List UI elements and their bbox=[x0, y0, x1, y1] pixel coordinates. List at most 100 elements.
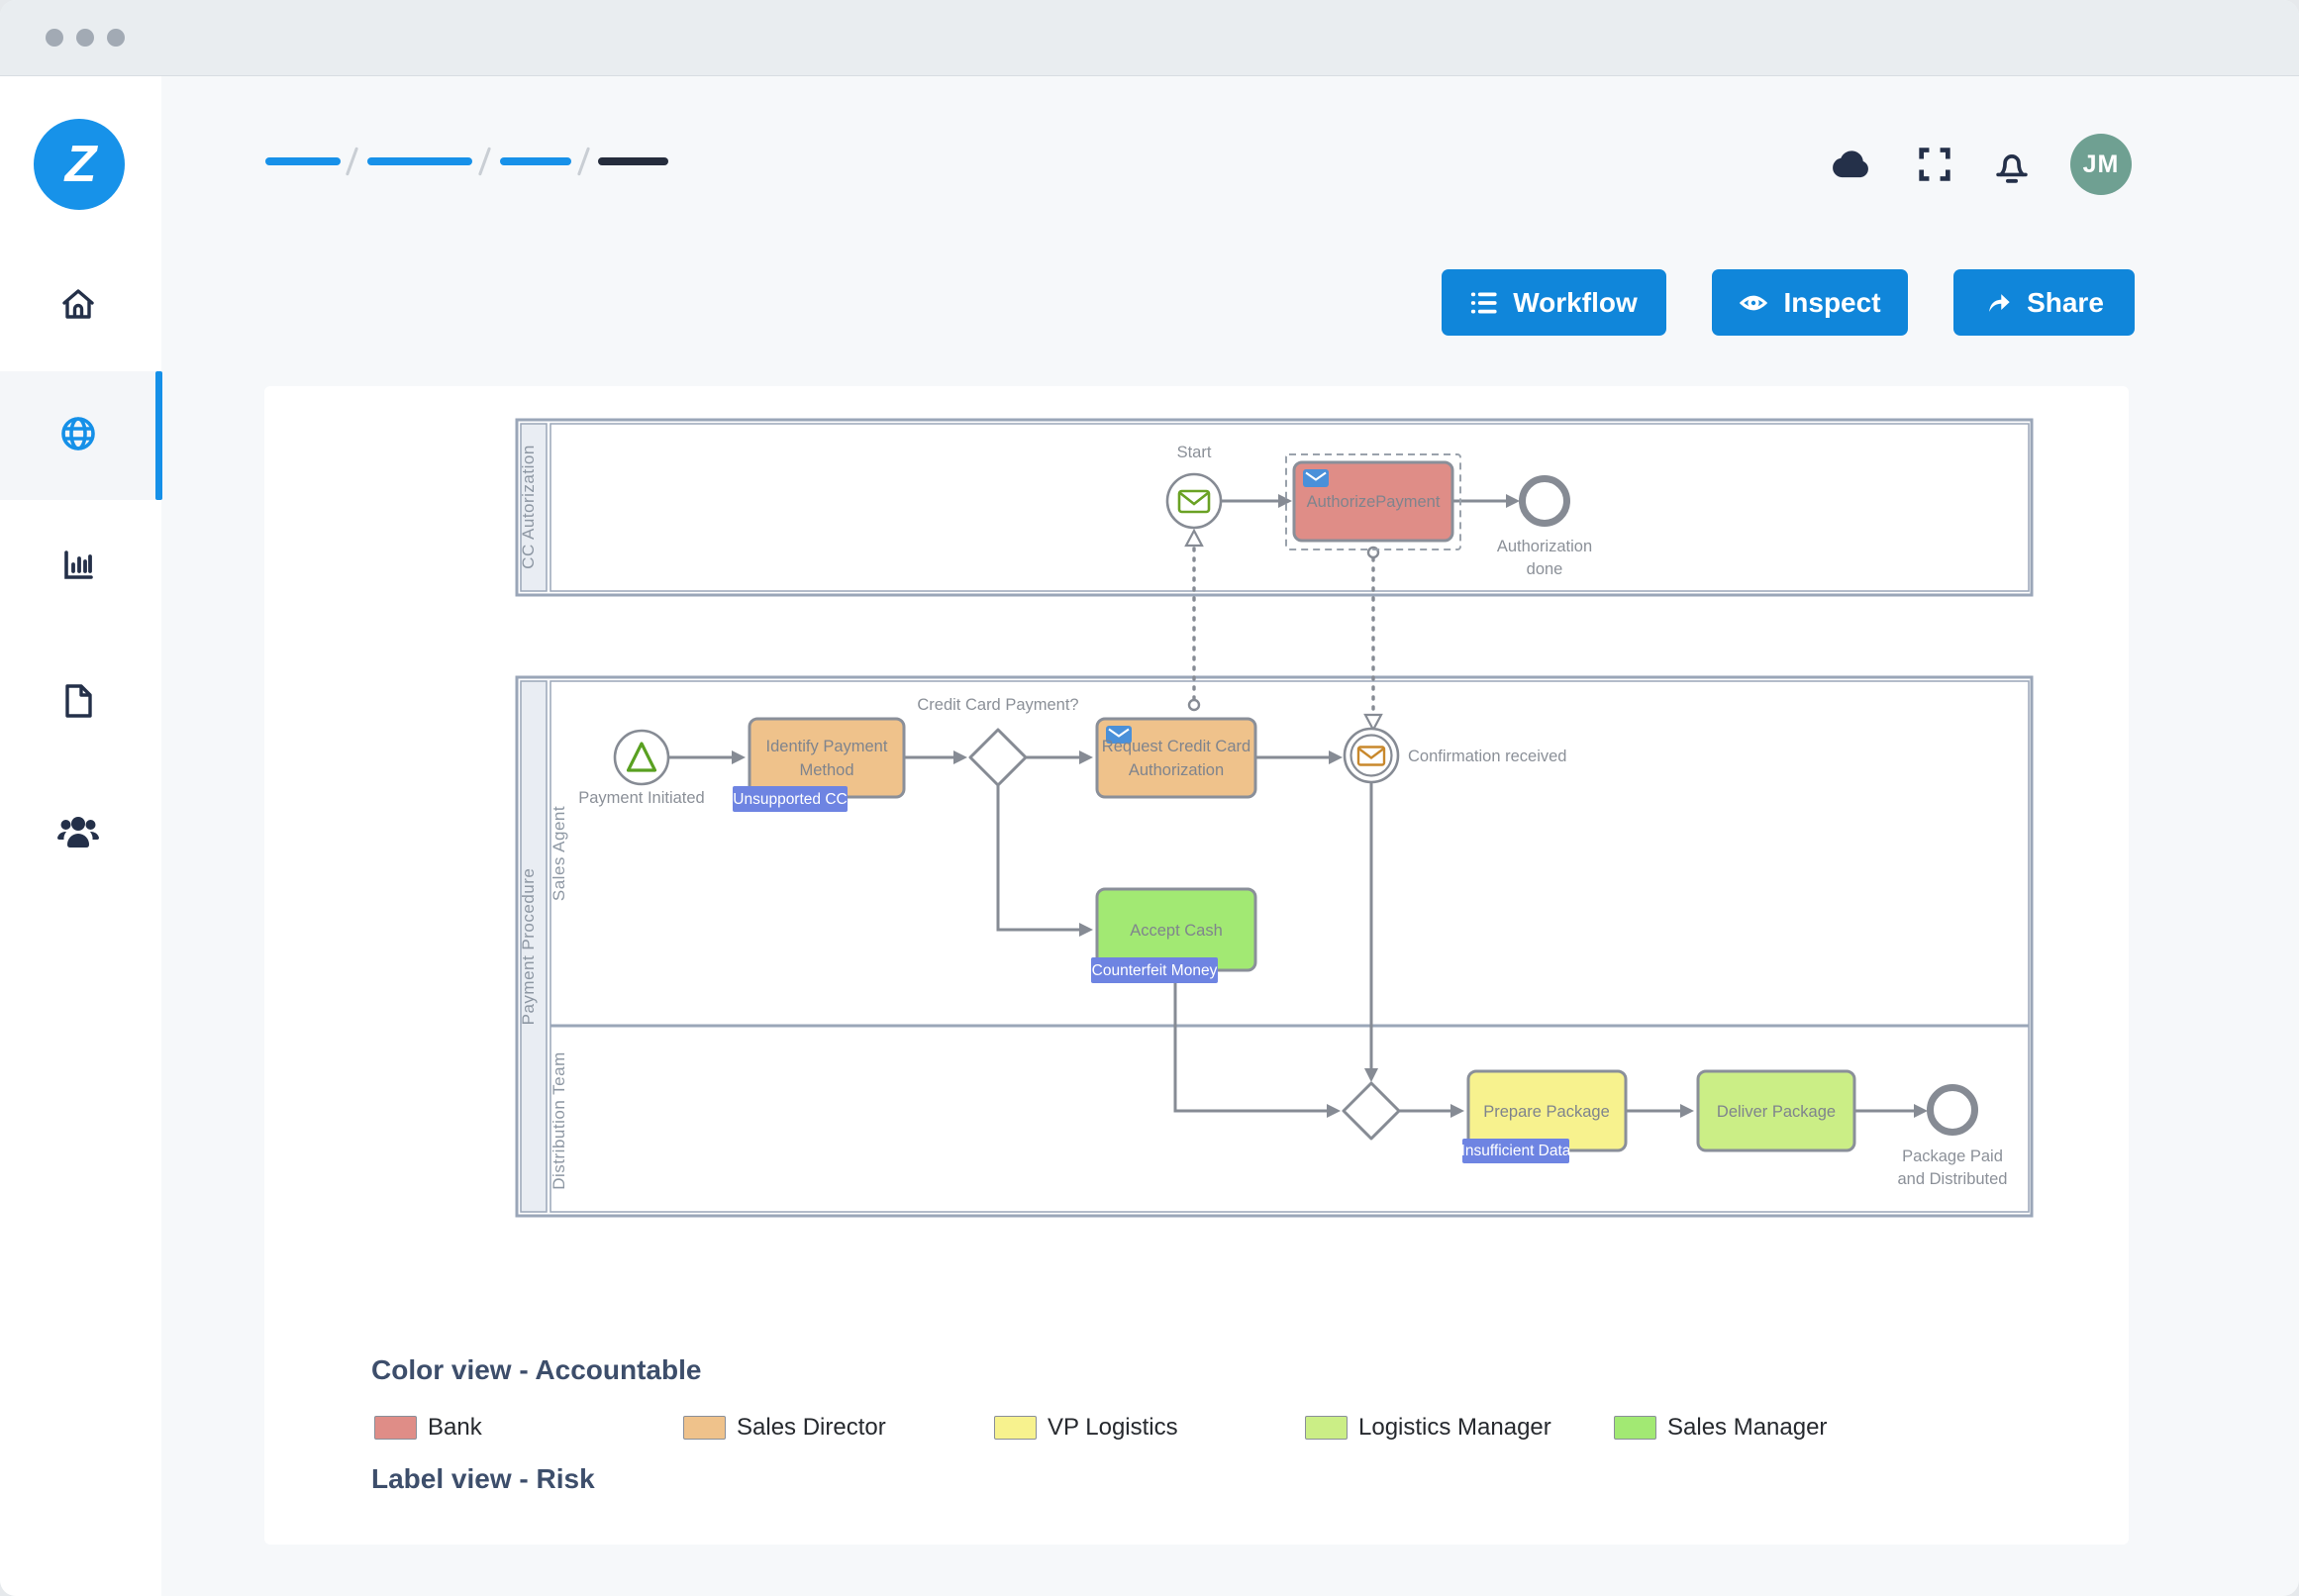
gateway-distribution[interactable] bbox=[1342, 1081, 1401, 1141]
bar-chart-icon bbox=[58, 545, 98, 589]
event-confirmation-received[interactable]: Confirmation received bbox=[1343, 727, 1567, 784]
breadcrumb-segment[interactable] bbox=[367, 157, 472, 165]
share-arrow-icon bbox=[1989, 293, 2010, 312]
window-control-dot bbox=[46, 29, 63, 47]
avatar-initials: JM bbox=[2082, 150, 2120, 178]
legend-swatch bbox=[994, 1416, 1037, 1440]
svg-text:Insufficient Data: Insufficient Data bbox=[1461, 1143, 1571, 1159]
gateway-credit-card-payment[interactable]: Credit Card Payment? bbox=[917, 696, 1079, 787]
sidebar-item-workflows[interactable] bbox=[0, 371, 155, 500]
breadcrumb-divider bbox=[576, 147, 591, 176]
window-control-dot bbox=[76, 29, 94, 47]
task-message-icon bbox=[1303, 469, 1329, 487]
workflow-button-label: Workflow bbox=[1513, 286, 1638, 318]
start-event-cc[interactable]: Start bbox=[1165, 444, 1223, 530]
task-identify-payment-method[interactable]: Identify Payment Method Unsupported CC bbox=[733, 717, 906, 812]
start-event-payment-initiated[interactable]: Payment Initiated bbox=[578, 729, 705, 807]
legend-item-sales-manager: Sales Manager bbox=[1614, 1414, 1827, 1442]
task-prepare-package[interactable]: Prepare Package Insufficient Data bbox=[1461, 1069, 1628, 1163]
document-icon bbox=[59, 681, 97, 726]
task-request-label-line1: Request Credit Card bbox=[1102, 738, 1250, 755]
signal-triangle-icon bbox=[626, 742, 657, 772]
package-end-label-line2: and Distributed bbox=[1898, 1170, 2008, 1188]
sidebar: Z bbox=[0, 76, 162, 1596]
legend-item-sales-director: Sales Director bbox=[683, 1414, 886, 1442]
pool-payment-label: Payment Procedure bbox=[519, 868, 538, 1026]
fullscreen-button[interactable] bbox=[1912, 142, 1957, 187]
risk-badge-insufficient-data: Insufficient Data bbox=[1461, 1139, 1571, 1163]
bell-icon bbox=[1996, 154, 2028, 183]
avatar[interactable]: JM bbox=[2070, 134, 2132, 195]
end-event-authorization-done[interactable]: Authorization done bbox=[1497, 475, 1592, 579]
selection-outline bbox=[1285, 453, 1461, 550]
globe-icon bbox=[57, 413, 99, 459]
legend-item-bank: Bank bbox=[374, 1414, 482, 1442]
breadcrumb-divider bbox=[477, 147, 492, 176]
legend-item-logistics-manager: Logistics Manager bbox=[1305, 1414, 1551, 1442]
task-accept-cash-label: Accept Cash bbox=[1130, 922, 1223, 940]
users-icon bbox=[55, 814, 101, 854]
task-message-icon bbox=[1106, 726, 1132, 744]
lane-distribution-team-label: Distribution Team bbox=[550, 1051, 568, 1190]
flow-arrowheads bbox=[732, 494, 1928, 1118]
breadcrumb-divider bbox=[345, 147, 359, 176]
pool-cc-label: CC Autorization bbox=[519, 445, 538, 569]
window-control-dot bbox=[107, 29, 125, 47]
legend-label-view-title: Label view - Risk bbox=[371, 1463, 595, 1494]
fullscreen-icon bbox=[1919, 148, 1950, 181]
risk-badge-counterfeit-money: Counterfeit Money bbox=[1091, 957, 1218, 983]
end-event-package-paid[interactable]: Package Paid and Distributed bbox=[1898, 1084, 2008, 1189]
sidebar-item-analytics[interactable] bbox=[0, 502, 155, 631]
cloud-icon bbox=[1833, 150, 1868, 178]
breadcrumb-segment[interactable] bbox=[500, 157, 571, 165]
app-logo[interactable]: Z bbox=[34, 119, 125, 210]
inspect-button[interactable]: Inspect bbox=[1712, 269, 1908, 336]
task-prepare-package-label: Prepare Package bbox=[1483, 1103, 1610, 1121]
sidebar-active-indicator bbox=[155, 371, 162, 500]
workflow-button[interactable]: Workflow bbox=[1442, 269, 1666, 336]
home-icon bbox=[58, 285, 98, 330]
sidebar-item-team[interactable] bbox=[0, 769, 155, 898]
notifications-button[interactable] bbox=[1989, 142, 2035, 187]
payment-initiated-label: Payment Initiated bbox=[578, 789, 705, 807]
breadcrumb-segment[interactable] bbox=[265, 157, 341, 165]
legend-swatch bbox=[683, 1416, 726, 1440]
task-deliver-package[interactable]: Deliver Package bbox=[1696, 1069, 1856, 1152]
message-flow-request-to-start bbox=[1184, 528, 1204, 712]
task-request-label-line2: Authorization bbox=[1129, 761, 1224, 779]
end-event-label-line1: Authorization bbox=[1497, 538, 1592, 555]
inspect-button-label: Inspect bbox=[1783, 286, 1881, 318]
risk-badge-unsupported-cc: Unsupported CC bbox=[733, 786, 848, 812]
legend-color-view-title: Color view - Accountable bbox=[371, 1354, 702, 1385]
bpmn-diagram: CC Autorization Payment Procedure Sales … bbox=[515, 418, 2034, 1218]
legend-item-vp-logistics: VP Logistics bbox=[994, 1414, 1178, 1442]
sequence-flows bbox=[668, 499, 1922, 1113]
task-accept-cash[interactable]: Accept Cash Counterfeit Money bbox=[1091, 887, 1257, 983]
legend-swatch bbox=[1305, 1416, 1348, 1440]
sidebar-item-home[interactable] bbox=[0, 243, 155, 371]
task-authorize-payment[interactable]: AuthorizePayment bbox=[1292, 460, 1454, 543]
task-identify-label-line2: Method bbox=[799, 761, 853, 779]
package-end-label-line1: Package Paid bbox=[1902, 1147, 2003, 1165]
message-envelope-icon bbox=[1356, 746, 1386, 766]
share-button-label: Share bbox=[2027, 286, 2104, 318]
share-button[interactable]: Share bbox=[1953, 269, 2135, 336]
gateway-label: Credit Card Payment? bbox=[917, 696, 1078, 714]
sidebar-item-documents[interactable] bbox=[0, 639, 155, 767]
lane-sales-agent-label: Sales Agent bbox=[550, 806, 568, 901]
task-request-cc-authorization[interactable]: Request Credit Card Authorization bbox=[1095, 717, 1257, 799]
eye-icon bbox=[1740, 295, 1768, 310]
task-identify-label-line1: Identify Payment bbox=[766, 738, 888, 755]
end-event-label-line2: done bbox=[1527, 560, 1563, 578]
svg-text:Unsupported CC: Unsupported CC bbox=[733, 791, 847, 808]
confirmation-received-label: Confirmation received bbox=[1408, 748, 1567, 765]
window-titlebar bbox=[0, 0, 2299, 76]
breadcrumb-segment-current bbox=[598, 157, 668, 165]
task-deliver-package-label: Deliver Package bbox=[1717, 1103, 1836, 1121]
list-icon bbox=[1471, 292, 1497, 313]
svg-text:Counterfeit Money: Counterfeit Money bbox=[1092, 962, 1218, 979]
legend-swatch bbox=[374, 1416, 417, 1440]
cloud-sync-button[interactable] bbox=[1828, 142, 1873, 187]
